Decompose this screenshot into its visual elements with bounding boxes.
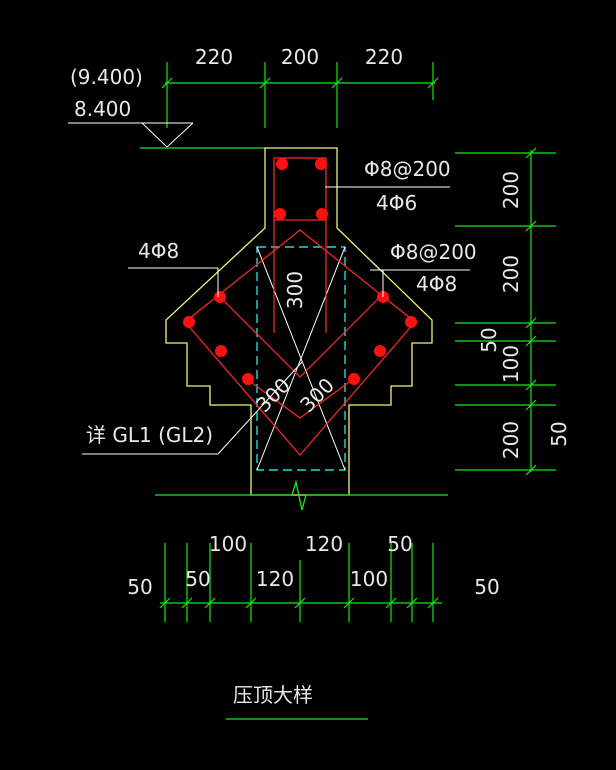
elevation-lower: 8.400 xyxy=(74,97,131,121)
right-dim-tick xyxy=(525,147,537,159)
cross-line xyxy=(256,246,346,471)
diagonal-dim-label-2: 300 xyxy=(295,373,339,417)
rebar-dot xyxy=(348,373,360,385)
rebar-dot xyxy=(315,158,327,170)
rebar-dots xyxy=(183,158,417,385)
rebar-dot xyxy=(214,291,226,303)
bottom-lower-label-1: 50 xyxy=(127,575,152,599)
top-dim-label-1: 220 xyxy=(195,45,233,69)
rebar-labels: Φ8@200 4Φ6 4Φ8 Φ8@200 4Φ8 xyxy=(128,157,477,297)
elevation-triangle-icon xyxy=(141,122,194,148)
bottom-lower-label-2: 50 xyxy=(185,567,210,591)
bottom-upper-label-1: 100 xyxy=(209,532,247,556)
bottom-dimension-group: 100 120 50 50 50 120 100 50 xyxy=(127,532,500,622)
bottom-upper-label-3: 50 xyxy=(387,532,412,556)
rebar-dot xyxy=(274,208,286,220)
bottom-dim-tick xyxy=(204,597,216,609)
bottom-dim-tick xyxy=(385,597,397,609)
top-bars-label: 4Φ6 xyxy=(376,191,417,215)
rebar-dot xyxy=(242,373,254,385)
drawing-title: 压顶大样 xyxy=(226,683,368,720)
bottom-dim-tick xyxy=(181,597,193,609)
right-dim-label-1: 200 xyxy=(499,171,523,209)
right-dim-label-2: 200 xyxy=(499,255,523,293)
right-dim-label-5: 200 xyxy=(499,421,523,459)
rebar-dot xyxy=(183,316,195,328)
top-stirrup xyxy=(273,157,327,221)
right-outer-dim-label: 50 xyxy=(547,421,571,446)
right-dim-tick xyxy=(525,399,537,411)
top-dim-tick xyxy=(427,77,439,89)
inner-stirrup xyxy=(219,296,381,378)
inner-dim-label: 300 xyxy=(283,271,307,309)
top-dim-tick xyxy=(259,77,271,89)
right-dim-tick xyxy=(525,464,537,476)
right-dim-label-4: 100 xyxy=(499,345,523,383)
rebar-dot xyxy=(405,316,417,328)
bottom-lower-label-3: 120 xyxy=(256,567,294,591)
elevation-mark: (9.400) 8.400 xyxy=(68,65,265,149)
left-bars-label: 4Φ8 xyxy=(138,239,179,263)
rebar-dot xyxy=(215,345,227,357)
reference-label: 详 GL1 (GL2) xyxy=(86,423,213,447)
right-bars-label: 4Φ8 xyxy=(416,272,457,296)
right-dim-tick xyxy=(525,379,537,391)
top-dim-tick xyxy=(331,77,343,89)
rebar-group xyxy=(184,157,416,456)
elevation-upper: (9.400) xyxy=(70,65,143,89)
inner-stirrup-lower xyxy=(247,379,353,419)
title-text: 压顶大样 xyxy=(233,683,313,707)
right-dim-tick xyxy=(525,317,537,329)
bottom-dim-tick xyxy=(406,597,418,609)
reference-callout: 详 GL1 (GL2) xyxy=(82,361,303,455)
reference-leader-diag xyxy=(217,361,303,455)
cross-lines xyxy=(256,246,346,471)
right-stirrup-label: Φ8@200 xyxy=(390,240,477,264)
hidden-wall-outline xyxy=(256,246,346,471)
top-dim-label-2: 200 xyxy=(281,45,319,69)
rebar-dot xyxy=(316,208,328,220)
base-line-break xyxy=(155,479,448,511)
right-dim-tick xyxy=(525,335,537,347)
rebar-dot xyxy=(374,345,386,357)
bottom-lower-label-5: 50 xyxy=(474,575,499,599)
bottom-dim-tick xyxy=(427,597,439,609)
rebar-dot xyxy=(276,158,288,170)
right-dim-tick xyxy=(525,220,537,232)
bottom-dim-tick xyxy=(245,597,257,609)
top-dimension-group: 220 200 220 xyxy=(161,45,439,128)
top-dim-label-3: 220 xyxy=(365,45,403,69)
bottom-dim-tick xyxy=(294,597,306,609)
top-dim-tick xyxy=(161,77,173,89)
bottom-lower-label-4: 100 xyxy=(350,567,388,591)
right-dimension-group: 200 200 50 100 200 50 xyxy=(455,147,571,476)
bottom-dim-tick xyxy=(159,597,171,609)
right-dim-label-3: 50 xyxy=(477,327,501,352)
diamond-stirrup xyxy=(184,229,416,456)
bottom-upper-label-2: 120 xyxy=(305,532,343,556)
top-stirrup-label: Φ8@200 xyxy=(364,157,451,181)
bottom-dim-tick xyxy=(343,597,355,609)
